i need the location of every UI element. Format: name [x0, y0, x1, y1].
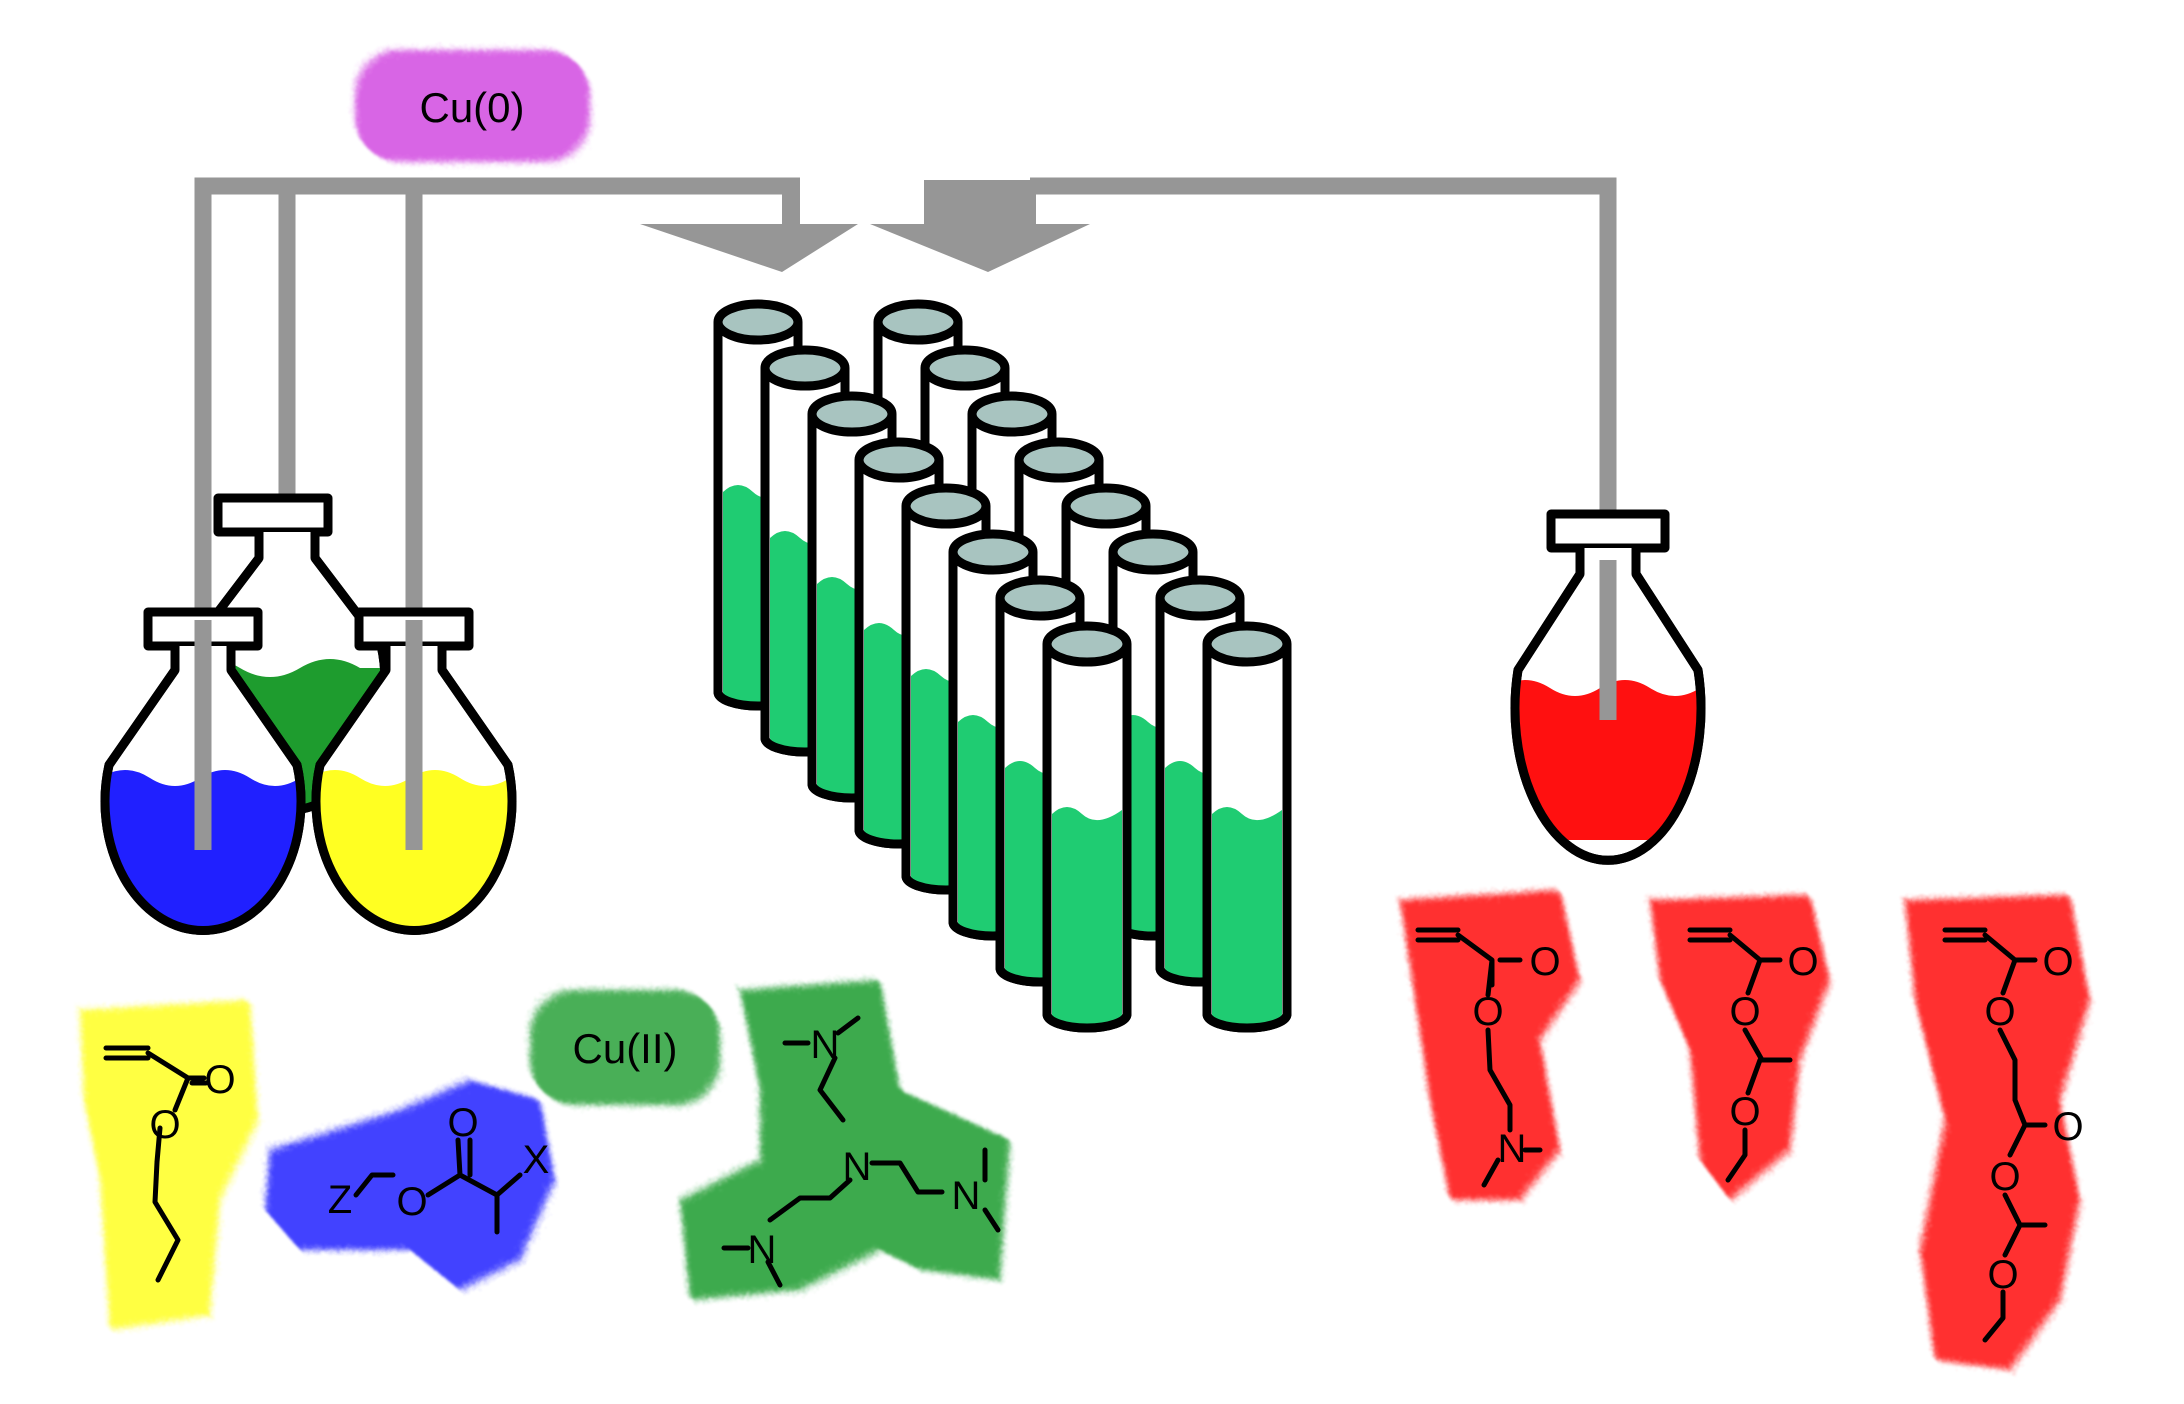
monomer-eea-bonds	[1687, 927, 1793, 1183]
me6tren-n-top: N	[811, 1023, 840, 1067]
monomer-long-o-ester: O	[1984, 990, 2015, 1034]
monomer-long-highlight	[1905, 895, 2090, 1370]
tube-back-1-mouth	[873, 299, 963, 345]
monomer-long-o-ether: O	[1987, 1253, 2018, 1297]
tube-front-7-mouth	[995, 575, 1085, 621]
tube-back-8	[1202, 621, 1292, 1033]
butyl-acrylate-o-ester: O	[149, 1103, 180, 1147]
initiator: Z O O X	[265, 1080, 555, 1290]
butyl-acrylate-bonds	[103, 1045, 207, 1283]
cu0-highlight	[355, 50, 590, 162]
tube-back-5-mouth	[1061, 483, 1151, 529]
butyl-acrylate-highlight	[80, 1000, 258, 1330]
cu2-text: Cu(II)	[573, 1025, 678, 1072]
tube-rack	[713, 299, 1292, 1033]
butyl-acrylate: O O	[80, 1000, 258, 1330]
monomer-dmaea-o-ester: O	[1472, 990, 1503, 1034]
cu0-label: Cu(0)	[355, 50, 590, 162]
monomer-eea-highlight	[1650, 895, 1830, 1200]
me6tren-n-right: N	[952, 1174, 981, 1218]
tube-front-2-mouth	[760, 345, 850, 391]
initiator-o: O	[396, 1180, 427, 1224]
tube-back-8-liquid	[1212, 807, 1282, 1025]
monomer-eea-o-ether: O	[1729, 1090, 1760, 1134]
cu0-text: Cu(0)	[419, 84, 524, 131]
monomer-long: O O O O O	[1905, 895, 2090, 1370]
monomer-dmaea: O O N	[1400, 890, 1580, 1200]
tube-back-6-mouth	[1108, 529, 1198, 575]
tube-front-8	[1042, 621, 1132, 1033]
tube-front-8-liquid	[1052, 807, 1122, 1025]
tube-back-7-mouth	[1155, 575, 1245, 621]
flask-red-stopper	[1546, 509, 1670, 553]
tube-front-3-mouth	[807, 391, 897, 437]
monomer-dmaea-n: N	[1498, 1127, 1527, 1171]
monomer-eea-o-ester: O	[1729, 990, 1760, 1034]
flask-red-liquid	[1515, 680, 1701, 840]
tube-front-6-mouth	[948, 529, 1038, 575]
me6tren-highlight	[680, 980, 1010, 1300]
monomer-eea-o-carbonyl: O	[1787, 940, 1818, 984]
tube-front-5-mouth	[901, 483, 991, 529]
initiator-o-carbonyl: O	[447, 1101, 478, 1145]
initiator-z: Z	[328, 1178, 352, 1222]
initiator-x: X	[523, 1138, 550, 1182]
monomer-long-bonds	[1942, 927, 2048, 1343]
tube-back-8-mouth	[1202, 621, 1292, 667]
flask-red	[1510, 509, 1706, 865]
monomer-dmaea-bonds	[1415, 927, 1543, 1188]
tube-front-8-mouth	[1042, 621, 1132, 667]
tube-back-4-mouth	[1014, 437, 1104, 483]
tube-front-4-mouth	[854, 437, 944, 483]
cu2-label: Cu(II)	[530, 990, 720, 1105]
tube-back-2-mouth	[920, 345, 1010, 391]
me6tren-bonds	[721, 1015, 1001, 1288]
tube-back-3-mouth	[967, 391, 1057, 437]
cu2-highlight	[530, 990, 720, 1105]
monomer-long-o-ester2: O	[1989, 1155, 2020, 1199]
me6tren-ligand: N N N N	[680, 980, 1010, 1300]
dip-pipes-left	[194, 620, 423, 850]
monomer-long-o-carbonyl2: O	[2052, 1105, 2083, 1149]
tube-front-1-mouth	[713, 299, 803, 345]
left-arrow	[640, 180, 858, 272]
flask-green-stopper	[213, 493, 333, 537]
monomer-dmaea-o-carbonyl: O	[1529, 940, 1560, 984]
initiator-bonds	[353, 1137, 523, 1235]
monomer-eea: O O O	[1650, 895, 1830, 1200]
initiator-highlight	[265, 1080, 555, 1290]
right-arrow	[870, 180, 1090, 272]
monomer-long-o-carbonyl: O	[2042, 940, 2073, 984]
butyl-acrylate-o-carbonyl: O	[204, 1058, 235, 1102]
me6tren-n-center: N	[843, 1145, 872, 1189]
me6tren-n-left: N	[748, 1228, 777, 1272]
